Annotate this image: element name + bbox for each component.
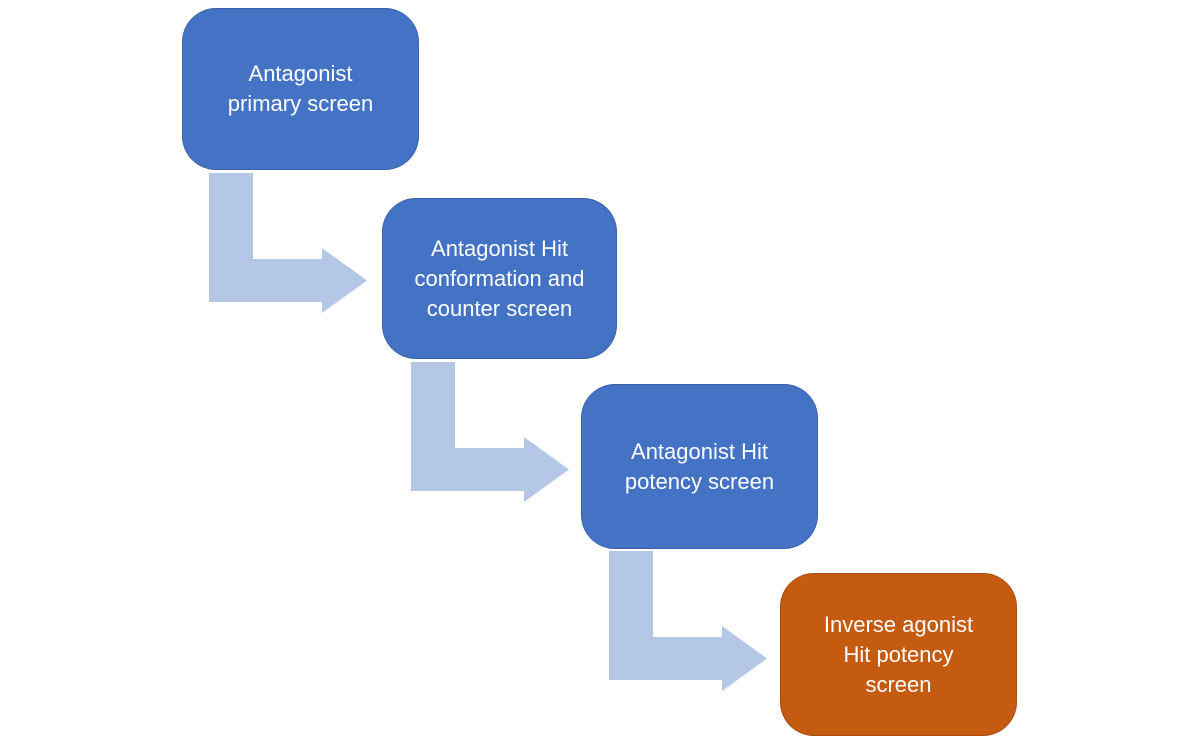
step-label-line: potency screen (624, 468, 775, 494)
step-label-line: Hit potency (843, 641, 954, 667)
step-label-line: Antagonist (248, 61, 353, 86)
elbow-arrow-shape (411, 362, 569, 502)
step-box-inverse-agonist-hit-potency-screen: Inverse agonist Hit potency screen (780, 573, 1017, 736)
step-label-line: screen (865, 671, 932, 697)
elbow-arrow-shape (209, 173, 367, 313)
step-label-line: primary screen (227, 91, 374, 116)
elbow-arrow-connector-2 (411, 362, 569, 502)
step-label-line: Antagonist Hit (431, 235, 568, 261)
step-box-antagonist-hit-potency-screen: Antagonist Hit potency screen (581, 384, 818, 549)
step-label-line: conformation and (414, 265, 585, 291)
elbow-arrow-connector-3 (609, 551, 767, 691)
elbow-arrow-connector-1 (209, 173, 367, 313)
step-label-line: counter screen (426, 295, 573, 321)
step-label-line: Antagonist Hit (631, 438, 768, 464)
step-label-line: Inverse agonist (823, 611, 974, 637)
step-box-antagonist-hit-conformation-counter-screen: Antagonist Hit conformation and counter … (382, 198, 617, 359)
step-box-antagonist-primary-screen: Antagonist primary screen (182, 8, 419, 170)
elbow-arrow-shape (609, 551, 767, 691)
